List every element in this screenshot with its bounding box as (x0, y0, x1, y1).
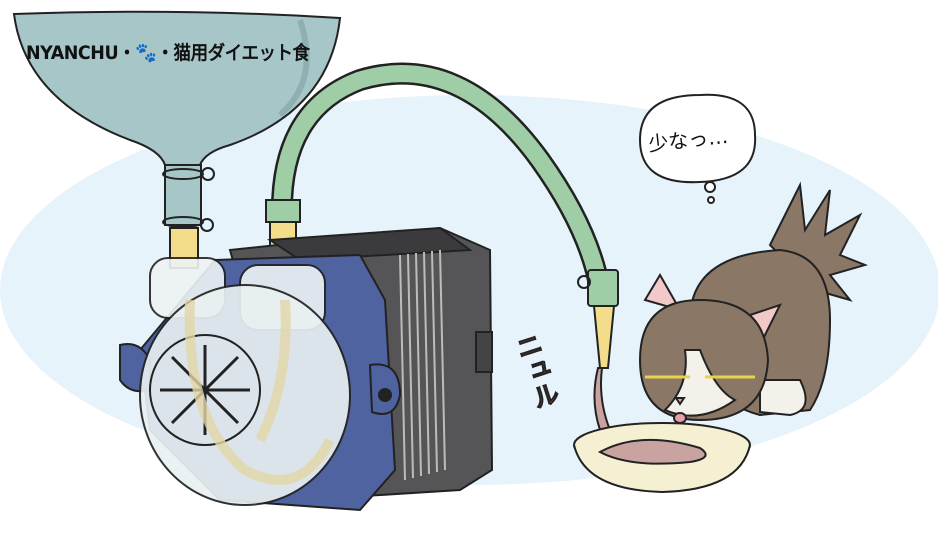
funnel-label: NYANCHU・🐾・猫用ダイエット食 (26, 42, 310, 64)
cat (638, 181, 869, 424)
food-bowl (573, 367, 751, 494)
pump-head (119, 253, 402, 512)
thought-bubble (638, 93, 757, 204)
